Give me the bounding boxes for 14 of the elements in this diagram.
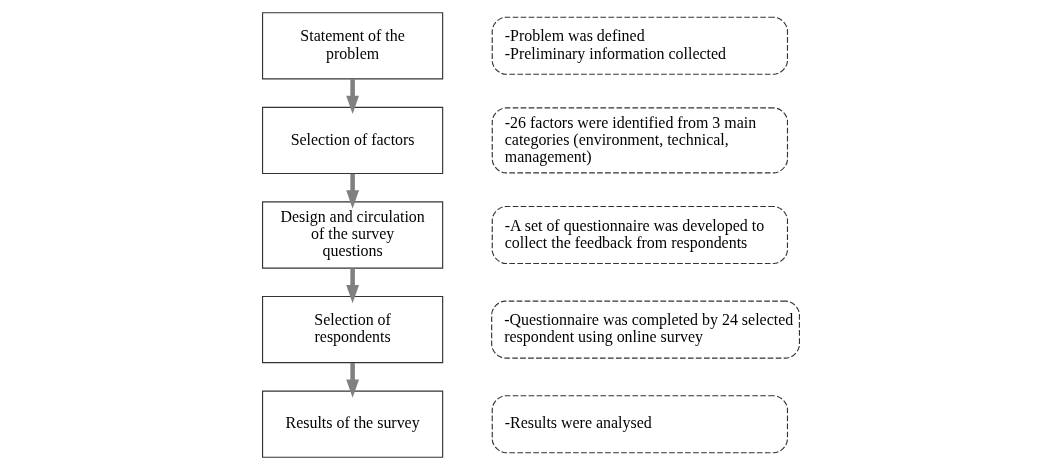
node-box: Results of the survey xyxy=(261,390,443,458)
arrow xyxy=(345,173,359,209)
node-box: Statement of the problem xyxy=(261,12,443,80)
arrow xyxy=(345,79,359,115)
arrow xyxy=(345,363,359,398)
node-box: -A set of questionnaire was developed to collect the feedback from respondents xyxy=(491,205,788,265)
node-box: -Questionnaire was completed by 24 selected respondent using online survey xyxy=(490,300,800,359)
node-box: -26 factors were identified from 3 main categories (environment, technical, management) xyxy=(491,107,788,174)
arrow xyxy=(345,268,359,304)
node-box: Selection of factors xyxy=(261,106,443,174)
node-box: Selection of respondents xyxy=(261,296,443,364)
node-box: Design and circulation of the survey questions xyxy=(261,201,443,269)
node-box: -Results were analysed xyxy=(491,395,788,454)
node-box: -Problem was defined -Preliminary information collected xyxy=(491,16,788,75)
